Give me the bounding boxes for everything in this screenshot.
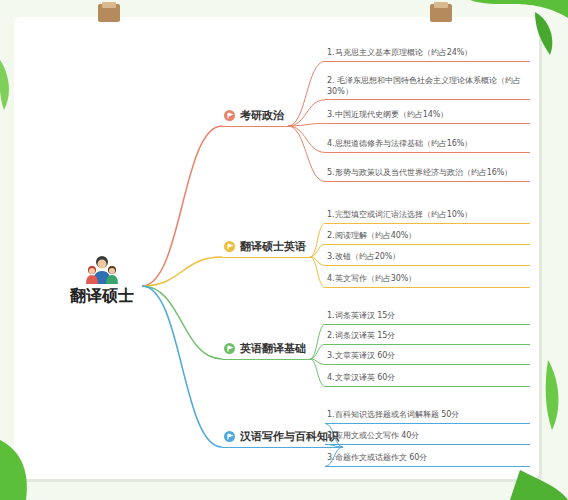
branch-connector <box>310 223 325 257</box>
leaf-topic: 4.思想道德修养与法律基础（约占16%） <box>325 139 530 153</box>
topic-text: 1.马克思主义基本原理概论（约占24%） <box>327 48 530 59</box>
topic-text: 3.命题作文或话题作文 60分 <box>327 453 530 464</box>
branch-icon <box>224 241 235 252</box>
branch-connector <box>288 126 325 152</box>
topic-text: 翻译硕士 <box>70 286 134 307</box>
leaf-topic: 4.文章汉译英 60分 <box>325 373 530 387</box>
branch-connector <box>310 324 325 359</box>
topic-text: 2. 毛泽东思想和中国特色社会主义理论体系概论（约占30%） <box>327 76 530 98</box>
topic-text: 2.应用文或公文写作 40分 <box>327 431 530 442</box>
topic-text: 4.文章汉译英 60分 <box>327 373 530 384</box>
leaf-decoration <box>0 60 9 110</box>
branch-connector <box>310 359 325 386</box>
leaf-topic: 1.词条英译汉 15分 <box>325 311 530 325</box>
topic-text: 1.词条英译汉 15分 <box>327 311 530 322</box>
branch-connector <box>142 126 222 286</box>
leaf-decoration <box>510 470 568 500</box>
topic-text: 5.形势与政策以及当代世界经济与政治（约占16%） <box>327 168 530 179</box>
branch-topic: 英语翻译基础 <box>222 341 310 360</box>
topic-text: 1.完型填空或词汇语法选择（约占10%） <box>327 210 530 221</box>
leaf-decoration <box>535 12 552 55</box>
topic-text: 4.英文写作（约占30%） <box>327 274 530 285</box>
branch-icon <box>224 110 235 121</box>
branch-icon <box>224 431 235 442</box>
branch-connector <box>288 61 325 126</box>
leaf-topic: 5.形势与政策以及当代世界经济与政治（约占16%） <box>325 168 530 182</box>
leaf-decoration <box>470 0 568 18</box>
leaf-topic: 3.中国近现代史纲要（约占14%） <box>325 110 530 124</box>
clip <box>102 2 116 8</box>
leaf-topic: 2.应用文或公文写作 40分 <box>325 431 530 445</box>
topic-text: 英语翻译基础 <box>240 341 306 356</box>
topic-text: 3.改错（约占20%） <box>327 252 530 263</box>
branch-connector <box>142 257 222 286</box>
leaf-topic: 1.完型填空或词汇语法选择（约占10%） <box>325 210 530 224</box>
branch-connector <box>288 123 325 126</box>
people-icon <box>85 254 119 284</box>
card <box>14 17 539 479</box>
branch-icon <box>224 343 235 354</box>
topic-text: 考研政治 <box>240 108 284 123</box>
leaf-topic: 1.马克思主义基本原理概论（约占24%） <box>325 48 530 62</box>
branch-topic: 翻译硕士英语 <box>222 239 310 258</box>
branch-topic: 考研政治 <box>222 108 288 127</box>
leaf-decoration <box>0 440 27 500</box>
leaf-topic: 4.英文写作（约占30%） <box>325 274 530 288</box>
branch-connector <box>310 257 325 287</box>
leaf-topic: 2.阅读理解（约占40%） <box>325 231 530 245</box>
leaf-topic: 3.文章英译汉 60分 <box>325 351 530 365</box>
root-topic: 翻译硕士 <box>66 254 138 307</box>
clip <box>434 2 448 8</box>
topic-text: 2.词条汉译英 15分 <box>327 331 530 342</box>
branch-connector <box>310 344 325 359</box>
branch-connector <box>142 286 222 447</box>
topic-text: 4.思想道德修养与法律基础（约占16%） <box>327 139 530 150</box>
topic-text: 3.文章英译汉 60分 <box>327 351 530 362</box>
topic-text: 2.阅读理解（约占40%） <box>327 231 530 242</box>
branch-connector <box>288 126 325 181</box>
leaf-topic: 3.命题作文或话题作文 60分 <box>325 453 530 467</box>
topic-text: 3.中国近现代史纲要（约占14%） <box>327 110 530 121</box>
branch-connector <box>142 286 222 359</box>
leaf-decoration <box>546 360 559 430</box>
leaf-topic: 2. 毛泽东思想和中国特色社会主义理论体系概论（约占30%） <box>325 76 530 101</box>
branch-connector <box>288 100 325 126</box>
leaf-topic: 3.改错（约占20%） <box>325 252 530 266</box>
leaf-topic: 2.词条汉译英 15分 <box>325 331 530 345</box>
topic-text: 1.百科知识选择题或名词解释题 50分 <box>327 410 530 421</box>
branch-connector <box>310 244 325 257</box>
leaf-topic: 1.百科知识选择题或名词解释题 50分 <box>325 410 530 424</box>
topic-text: 翻译硕士英语 <box>240 239 306 254</box>
